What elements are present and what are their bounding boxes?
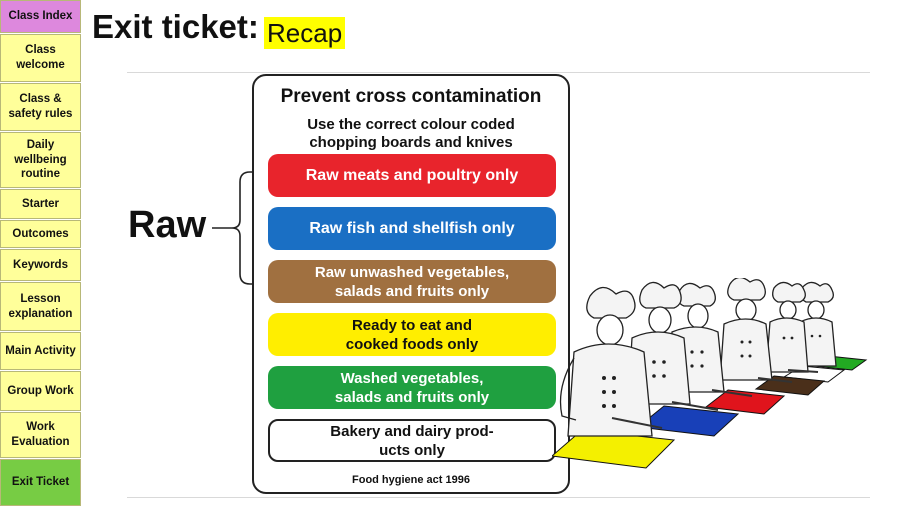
poster-subtitle: Use the correct colour coded chopping bo… (307, 116, 515, 151)
band-raw-fish: Raw fish and shellfish only (268, 207, 556, 250)
band-text: Bakery and dairy prod- ucts only (330, 422, 494, 459)
band-ready-to-eat: Ready to eat and cooked foods only (268, 313, 556, 356)
nav-label: Work Evaluation (11, 421, 70, 448)
nav-class-index[interactable]: Class Index (0, 0, 81, 33)
nav-group-work[interactable]: Group Work (0, 371, 81, 411)
chefs-illustration (552, 278, 868, 469)
band-text: Ready to eat and cooked foods only (345, 316, 479, 353)
band-text: Washed vegetables, salads and fruits onl… (334, 369, 490, 406)
poster-title: Prevent cross contamination (280, 86, 542, 107)
nav-label: Class welcome (16, 44, 65, 71)
nav-daily-wellbeing[interactable]: Daily wellbeing routine (0, 132, 81, 188)
nav-label: Group Work (7, 384, 74, 397)
nav-label: Outcomes (12, 227, 69, 240)
band-text: Raw unwashed vegetables, salads and frui… (314, 263, 510, 300)
chopping-board-poster: Prevent cross contamination Use the corr… (252, 74, 570, 494)
band-bakery-dairy: Bakery and dairy prod- ucts only (268, 419, 556, 462)
nav-label: Keywords (13, 258, 68, 271)
nav-label: Main Activity (5, 344, 76, 357)
poster-footer: Food hygiene act 1996 (352, 474, 470, 486)
nav-main-activity[interactable]: Main Activity (0, 332, 81, 370)
band-raw-meats: Raw meats and poultry only (268, 154, 556, 197)
nav-exit-ticket[interactable]: Exit Ticket (0, 459, 81, 506)
raw-label: Raw (128, 204, 207, 246)
band-text: Raw fish and shellfish only (309, 220, 515, 237)
band-text: Raw meats and poultry only (305, 167, 519, 184)
band-washed-vegetables: Washed vegetables, salads and fruits onl… (268, 366, 556, 409)
nav-class-welcome[interactable]: Class welcome (0, 34, 81, 82)
nav-outcomes[interactable]: Outcomes (0, 220, 81, 248)
nav-lesson-explanation[interactable]: Lesson explanation (0, 282, 81, 331)
content-bottom-divider (127, 497, 870, 498)
content-top-divider (127, 72, 870, 73)
nav-work-evaluation[interactable]: Work Evaluation (0, 412, 81, 458)
sidebar-nav: Class Index Class welcome Class & safety… (0, 0, 83, 506)
nav-label: Daily wellbeing routine (14, 138, 67, 181)
nav-label: Lesson explanation (8, 292, 73, 320)
nav-label: Class & safety rules (8, 93, 73, 120)
nav-label: Exit Ticket (11, 476, 70, 489)
band-raw-vegetables: Raw unwashed vegetables, salads and frui… (268, 260, 556, 303)
brace-connector (212, 171, 266, 285)
nav-label: Starter (21, 197, 60, 210)
nav-starter[interactable]: Starter (0, 189, 81, 219)
nav-keywords[interactable]: Keywords (0, 249, 81, 281)
nav-label: Class Index (8, 10, 73, 23)
recap-highlight: Recap (264, 17, 346, 49)
page-title: Exit ticket: (92, 8, 259, 45)
nav-class-safety-rules[interactable]: Class & safety rules (0, 83, 81, 131)
